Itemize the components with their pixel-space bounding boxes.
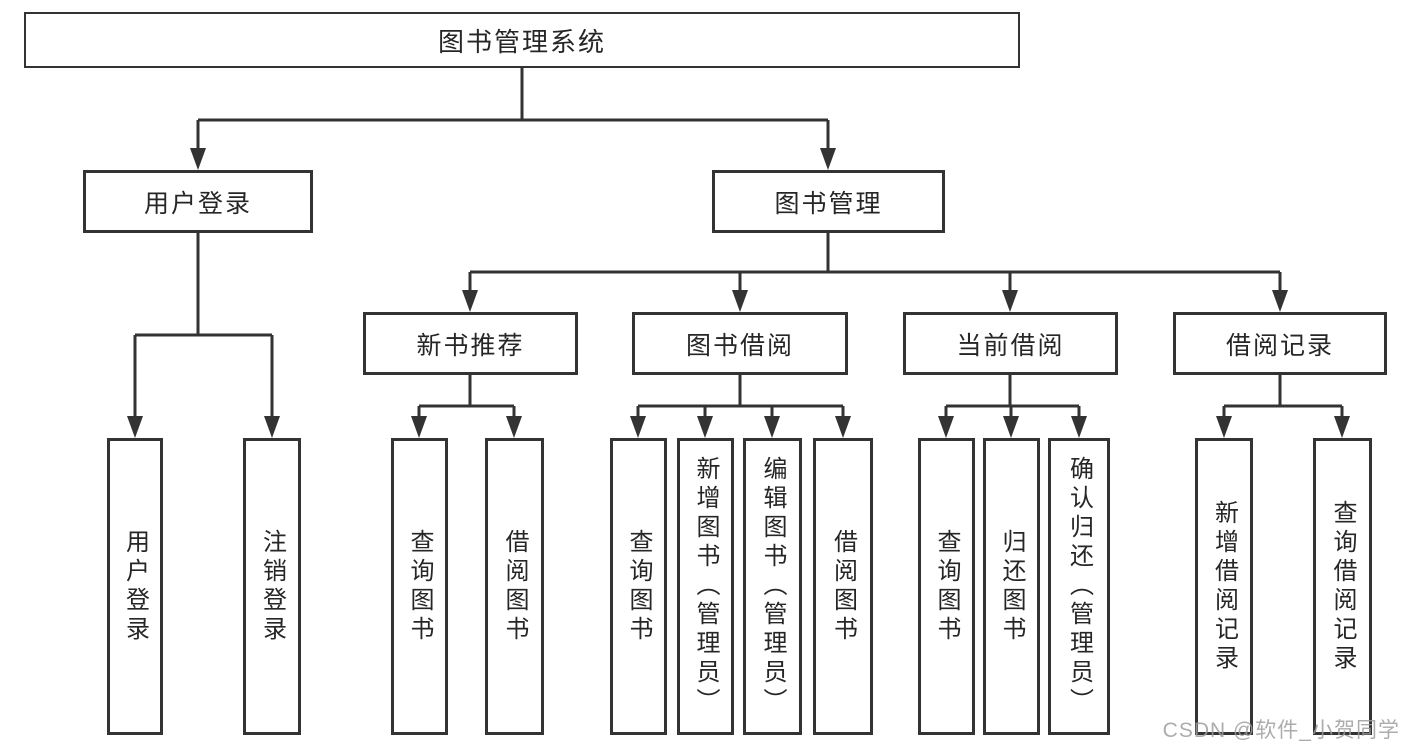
- csdn-watermark: CSDN @软件_小贺同学: [1162, 719, 1400, 742]
- node-book-management: 图书管理: [712, 170, 945, 233]
- leaf-label: 查询图书: [406, 528, 433, 645]
- leaf-label: 新增图书（管理员）: [692, 456, 719, 717]
- leaf-label: 用户登录: [121, 528, 149, 645]
- leaf-label: 借阅图书: [829, 528, 857, 645]
- node-borrow-records: 借阅记录: [1173, 312, 1387, 375]
- node-label: 用户登录: [143, 189, 252, 218]
- node-label: 图书管理系统: [437, 26, 606, 57]
- leaf-query-books-current: 查询图书: [918, 438, 975, 735]
- node-label: 借阅记录: [1225, 331, 1334, 360]
- leaf-label: 查询图书: [933, 528, 960, 645]
- node-label: 当前借阅: [956, 331, 1065, 360]
- leaf-label: 注销登录: [258, 528, 286, 645]
- leaf-borrow-books: 借阅图书: [813, 438, 873, 735]
- leaf-query-books-recommend: 查询图书: [391, 438, 448, 735]
- leaf-query-borrow-record: 查询借阅记录: [1313, 438, 1372, 735]
- leaf-edit-books-admin: 编辑图书（管理员）: [743, 438, 802, 735]
- leaf-logout: 注销登录: [243, 438, 301, 735]
- node-label: 图书管理: [774, 189, 883, 218]
- leaf-add-borrow-record: 新增借阅记录: [1195, 438, 1253, 735]
- node-book-borrowing: 图书借阅: [632, 312, 848, 375]
- node-label: 图书借阅: [685, 331, 794, 360]
- leaf-borrow-books-recommend: 借阅图书: [485, 438, 544, 735]
- leaf-label: 确认归还（管理员）: [1065, 456, 1093, 717]
- node-current-borrowing: 当前借阅: [903, 312, 1118, 375]
- leaf-confirm-return-admin: 确认归还（管理员）: [1048, 438, 1110, 735]
- leaf-return-books: 归还图书: [983, 438, 1040, 735]
- leaf-label: 新增借阅记录: [1210, 499, 1238, 674]
- leaf-label: 借阅图书: [501, 528, 528, 645]
- node-root-system: 图书管理系统: [24, 12, 1020, 68]
- node-new-book-recommend: 新书推荐: [363, 312, 578, 375]
- leaf-label: 查询图书: [625, 528, 652, 645]
- leaf-user-login: 用户登录: [107, 438, 163, 735]
- node-user-login: 用户登录: [83, 170, 313, 233]
- leaf-label: 编辑图书（管理员）: [759, 456, 786, 717]
- leaf-label: 归还图书: [998, 528, 1025, 645]
- leaf-add-books-admin: 新增图书（管理员）: [677, 438, 734, 735]
- leaf-query-books-borrow: 查询图书: [610, 438, 667, 735]
- node-label: 新书推荐: [416, 331, 525, 360]
- leaf-label: 查询借阅记录: [1329, 499, 1356, 674]
